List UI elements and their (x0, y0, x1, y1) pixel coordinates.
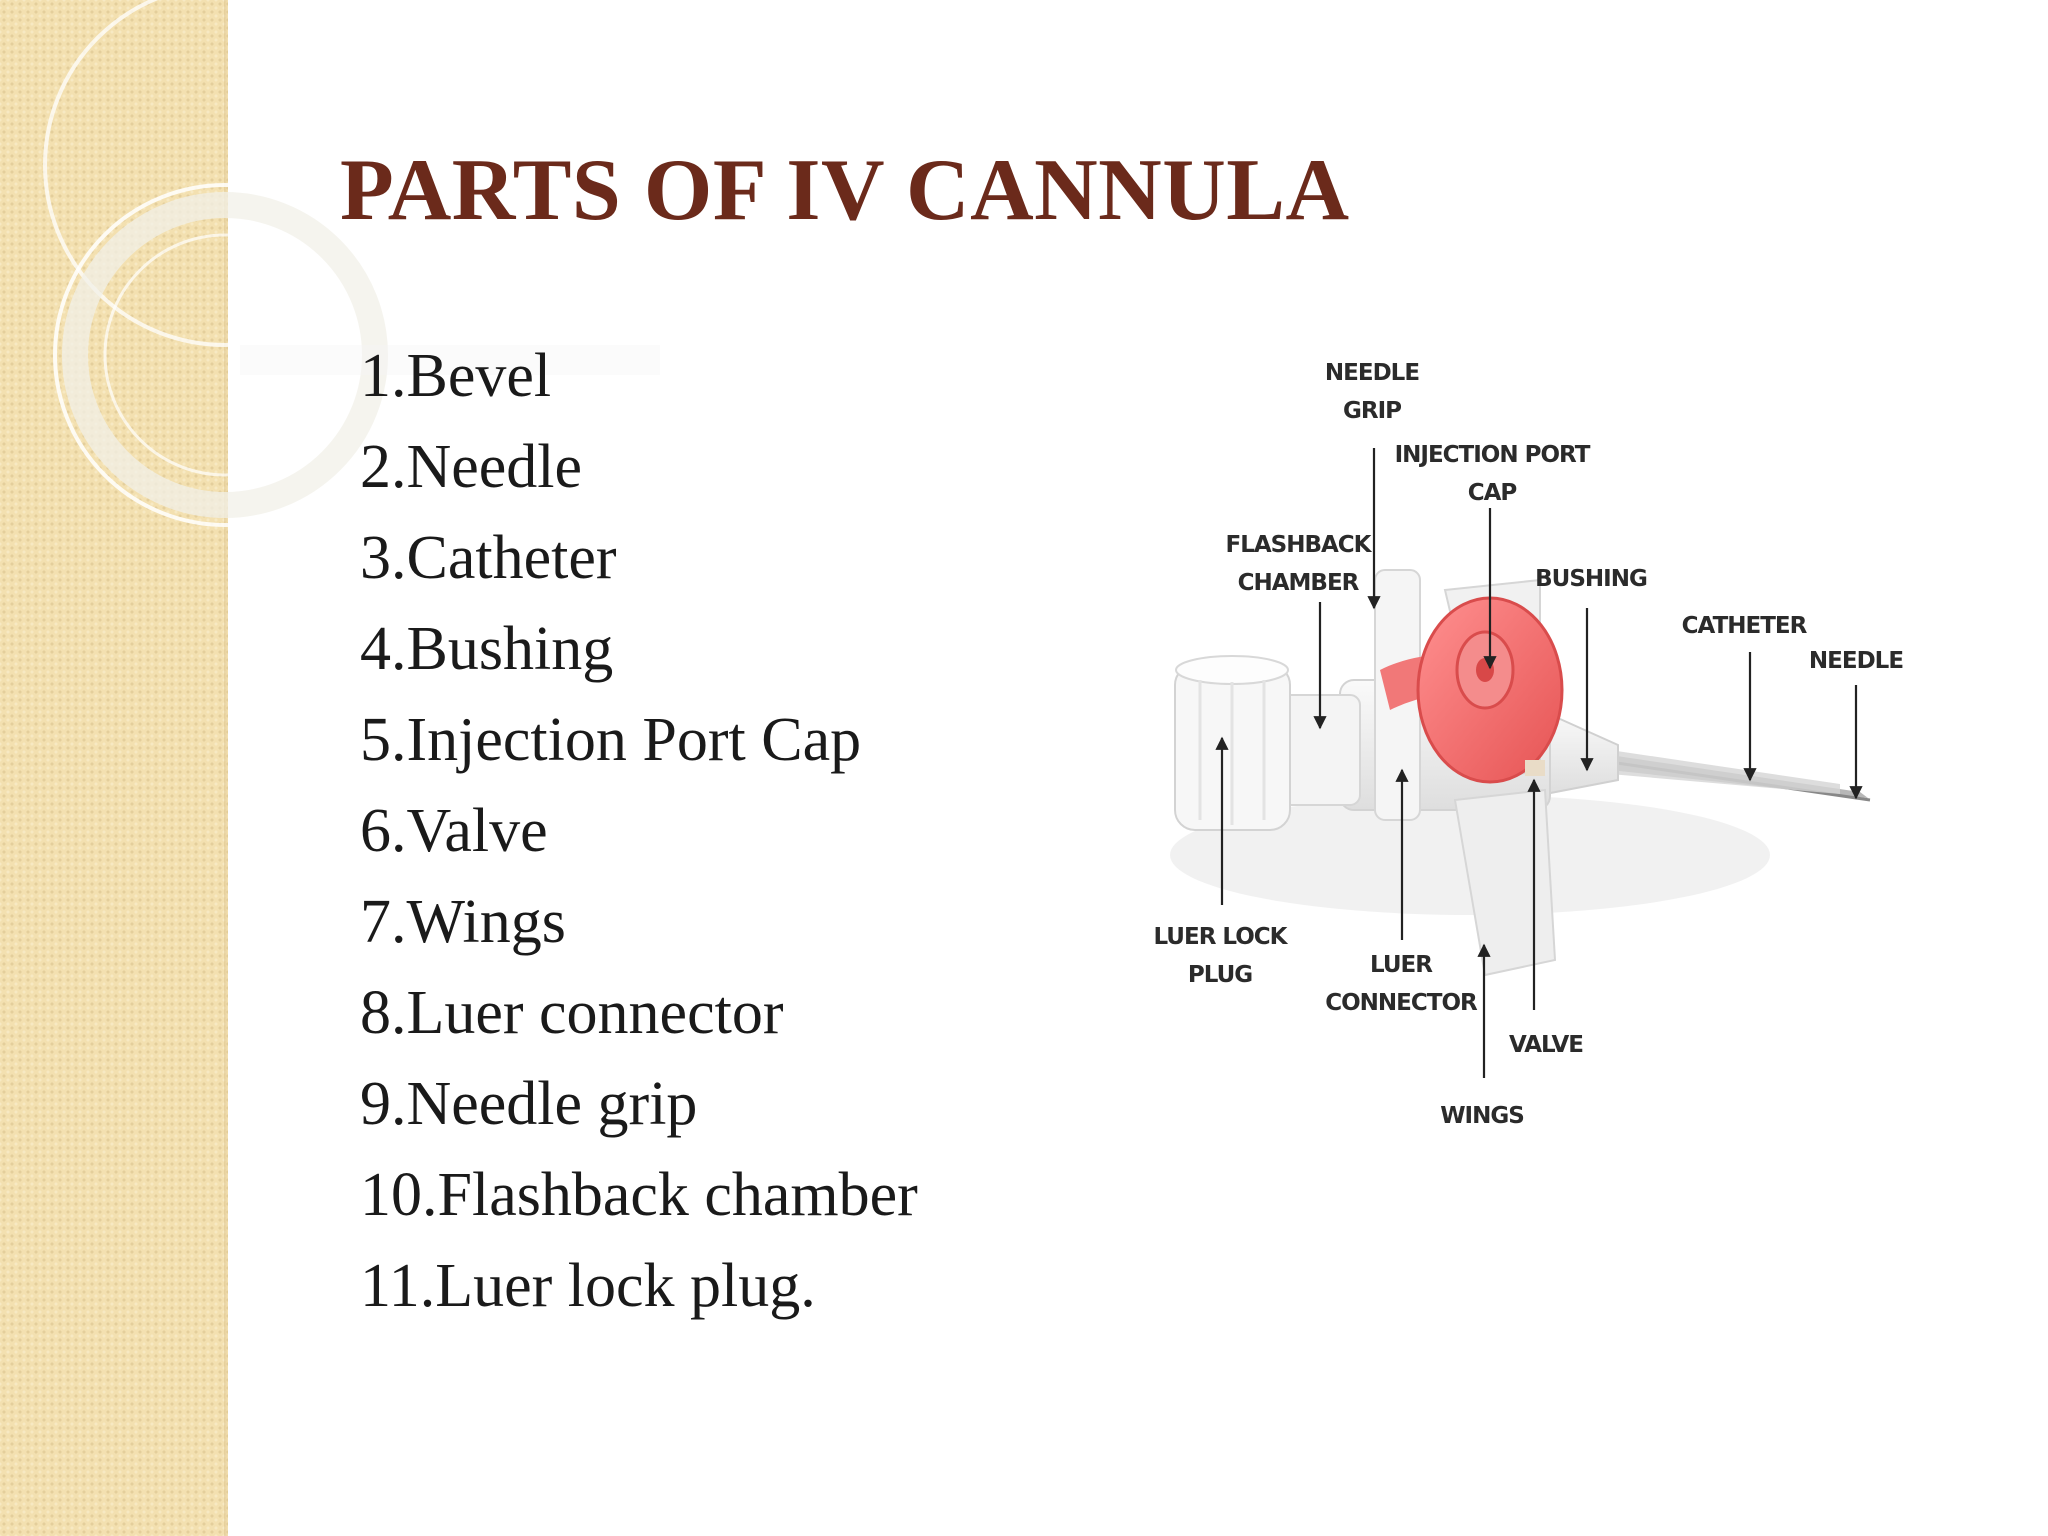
list-item: 5.Injection Port Cap (360, 706, 862, 774)
side-band-edge (224, 0, 228, 1536)
label-needle-grip-line2: GRIP (1343, 398, 1401, 424)
list-item: 7.Wings (360, 888, 566, 956)
label-injection-port-cap-line2: CAP (1468, 480, 1517, 506)
label-luer-connector-line1: LUER (1370, 952, 1433, 978)
label-luer-lock-plug-line1: LUER LOCK (1153, 924, 1288, 950)
label-catheter: CATHETER (1682, 613, 1808, 639)
label-flashback-chamber-line2: CHAMBER (1238, 570, 1360, 596)
list-item: 8.Luer connector (360, 979, 784, 1047)
injection-port-cap-shape (1380, 596, 1564, 784)
label-valve: VALVE (1509, 1032, 1583, 1058)
list-item: 4.Bushing (360, 615, 614, 683)
list-item: 2.Needle (360, 433, 583, 501)
label-needle-grip-line1: NEEDLE (1325, 360, 1419, 386)
list-item: 11.Luer lock plug. (360, 1252, 816, 1320)
label-bushing: BUSHING (1535, 566, 1647, 592)
pointer-arrows (1215, 448, 1863, 1078)
decorative-rings (43, 0, 660, 527)
valve-shape (1525, 760, 1545, 776)
label-flashback-chamber-line1: FLASHBACK (1225, 532, 1372, 558)
label-injection-port-cap-line1: INJECTION PORT (1395, 442, 1591, 468)
list-item: 1.Bevel (360, 342, 552, 410)
catheter-shape (1610, 750, 1840, 794)
list-item: 10.Flashback chamber (360, 1161, 918, 1229)
slide-title: PARTS OF IV CANNULA (340, 142, 1350, 239)
label-luer-connector-line2: CONNECTOR (1325, 990, 1478, 1016)
list-item: 9.Needle grip (360, 1070, 698, 1138)
label-needle: NEEDLE (1809, 648, 1903, 674)
label-wings: WINGS (1440, 1103, 1524, 1129)
label-luer-lock-plug-line2: PLUG (1188, 962, 1252, 988)
iv-cannula-diagram: NEEDLE GRIP INJECTION PORT CAP FLASHBACK… (1153, 360, 1904, 1129)
parts-list: 1.Bevel 2.Needle 3.Catheter 4.Bushing 5.… (360, 331, 918, 1332)
list-item: 6.Valve (360, 797, 548, 865)
list-item: 3.Catheter (360, 524, 617, 592)
